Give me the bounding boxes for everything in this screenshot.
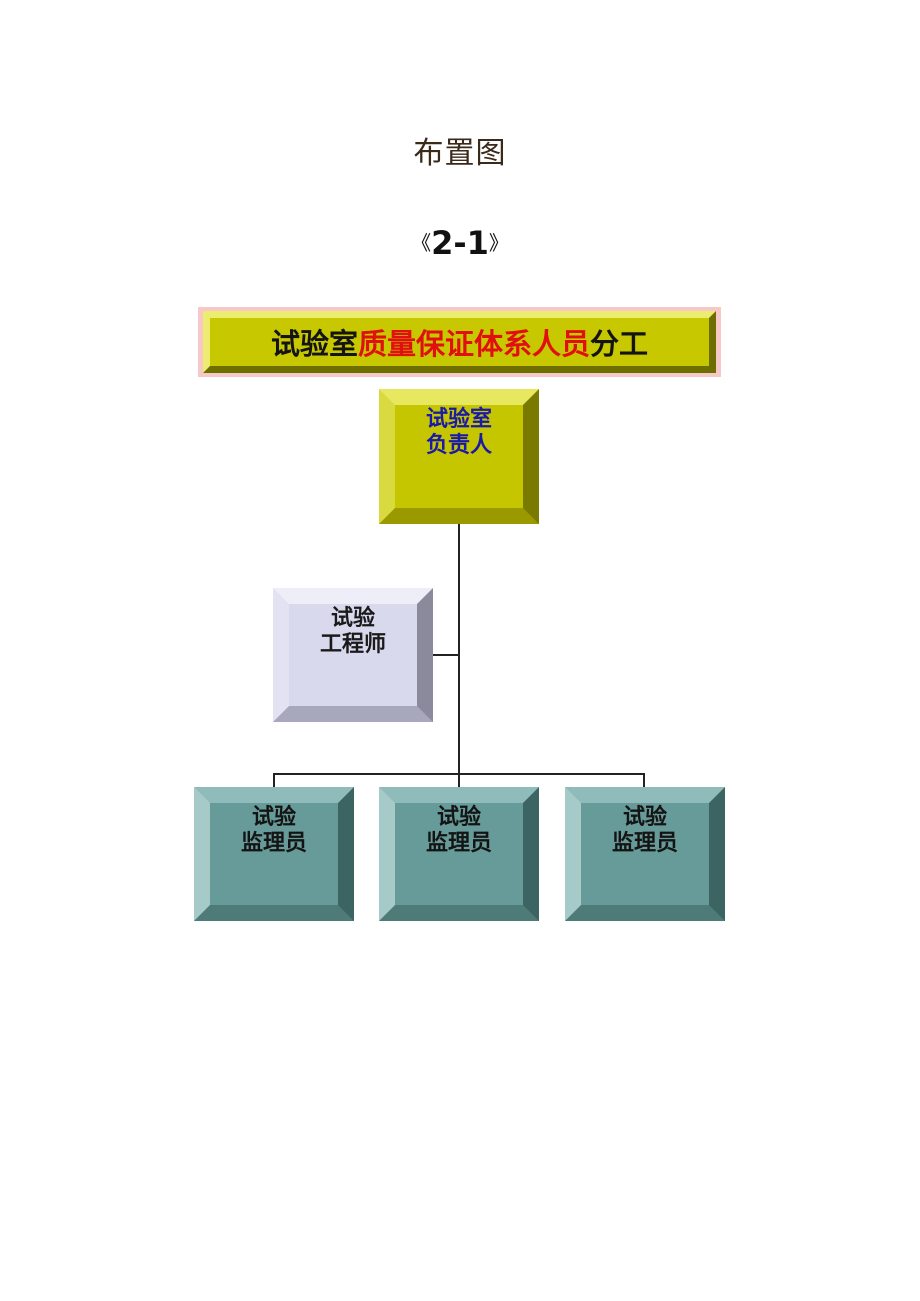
figure-number-open-bracket: 《: [411, 231, 432, 255]
node-lab-head: 试验室 负责人: [379, 389, 539, 524]
chart-banner: 试验室质量保证体系人员分工: [203, 311, 716, 373]
connector-vertical-main: [458, 524, 460, 774]
connector-drop-center: [458, 773, 460, 788]
connector-drop-right: [643, 773, 645, 788]
node-test-supervisor-line1: 试验: [436, 805, 481, 830]
node-test-supervisor-line1: 试验: [622, 805, 667, 830]
node-test-supervisor: 试验 监理员: [379, 787, 539, 921]
page-title: 布置图: [413, 136, 507, 171]
figure-number: 《2-1》: [0, 224, 920, 262]
node-test-engineer-line1: 试验: [330, 606, 375, 631]
node-test-supervisor: 试验 监理员: [565, 787, 725, 921]
node-lab-head-line2: 负责人: [425, 433, 492, 458]
connector-drop-left: [273, 773, 275, 788]
node-test-supervisor-line2: 监理员: [240, 831, 307, 856]
figure-number-value: 2-1: [431, 224, 489, 262]
node-lab-head-line1: 试验室: [425, 407, 492, 432]
banner-text-lab: 试验室: [270, 327, 358, 361]
node-test-engineer-line2: 工程师: [319, 632, 386, 657]
figure-number-close-bracket: 》: [488, 231, 509, 255]
node-test-supervisor-line2: 监理员: [611, 831, 678, 856]
node-test-supervisor-line2: 监理员: [425, 831, 492, 856]
banner-text-division: 分工: [590, 327, 649, 361]
banner-text-qa-personnel: 质量保证体系人员: [357, 327, 590, 361]
node-test-engineer: 试验 工程师: [273, 588, 433, 722]
connector-engineer: [433, 654, 459, 656]
node-test-supervisor: 试验 监理员: [194, 787, 354, 921]
node-test-supervisor-line1: 试验: [251, 805, 296, 830]
